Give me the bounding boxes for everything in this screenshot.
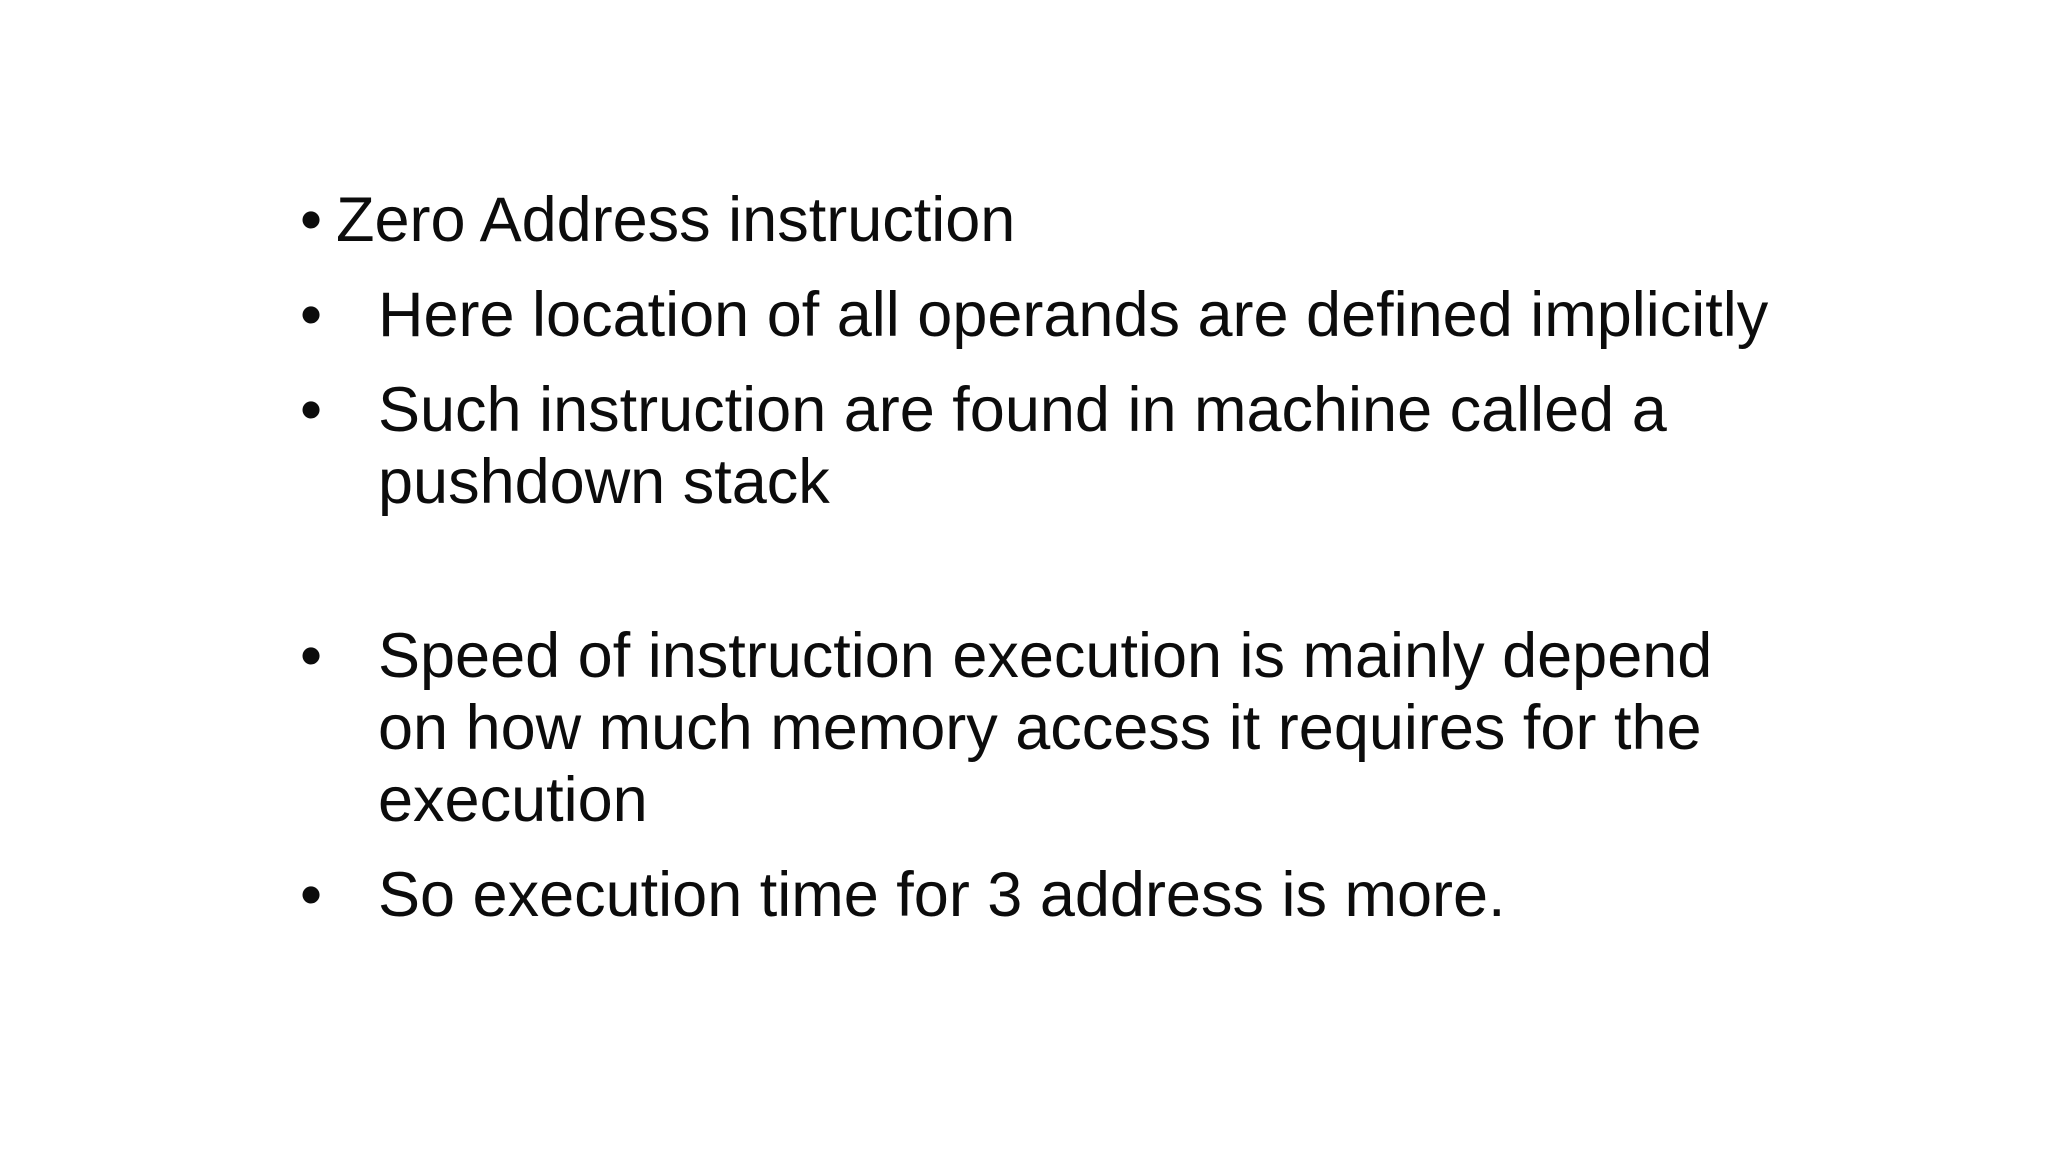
bullet-item: • So execution time for 3 address is mor…	[300, 859, 1778, 931]
bullet-text: Such instruction are found in machine ca…	[378, 375, 1667, 517]
bullet-dot-icon: •	[300, 860, 323, 930]
bullet-text: Here location of all operands are define…	[378, 280, 1769, 350]
bullet-dot-icon: •	[300, 280, 323, 350]
slide-body-text-block: • Zero Address instruction • Here locati…	[300, 184, 1778, 954]
bullet-list: • Zero Address instruction • Here locati…	[300, 184, 1778, 931]
bullet-item: • Such instruction are found in machine …	[300, 374, 1778, 518]
bullet-item: • Speed of instruction execution is main…	[300, 620, 1778, 836]
bullet-text: Zero Address instruction	[336, 185, 1016, 255]
bullet-dot-icon: •	[300, 375, 323, 445]
bullet-item: • Here location of all operands are defi…	[300, 279, 1778, 351]
bullet-item: • Zero Address instruction	[300, 184, 1778, 256]
bullet-text: So execution time for 3 address is more.	[378, 860, 1506, 930]
bullet-dot-icon: •	[300, 185, 323, 255]
bullet-text: Speed of instruction execution is mainly…	[378, 621, 1713, 835]
bullet-dot-icon: •	[300, 621, 323, 691]
